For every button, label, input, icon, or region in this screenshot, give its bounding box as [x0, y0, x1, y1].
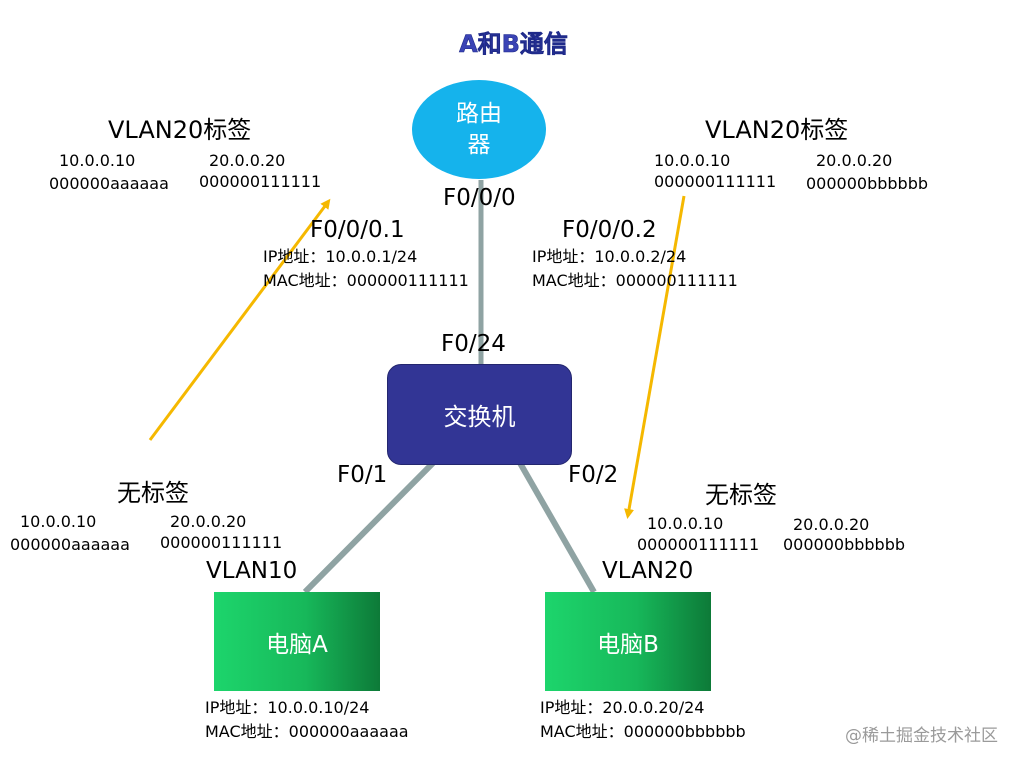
subif2-name: F0/0/0.2: [562, 217, 657, 243]
frame-tr-src-ip: 10.0.0.10: [654, 151, 731, 170]
arrow-pc-a-to-router: [148, 198, 331, 441]
arrow-router-to-pc-b: [624, 195, 686, 519]
pc-a-node: 电脑A: [214, 592, 380, 691]
switch-uplink-port: F0/24: [441, 331, 506, 357]
frame-br-src-ip: 10.0.0.10: [647, 514, 724, 533]
pc-b-ip: IP地址：20.0.0.20/24: [540, 698, 705, 717]
pc-a-info: IP地址：10.0.0.10/24 MAC地址：000000aaaaaa: [205, 696, 409, 744]
pc-a-mac: MAC地址：000000aaaaaa: [205, 722, 409, 741]
frame-bl-src-mac: 000000aaaaaa: [10, 535, 130, 554]
pc-a-vlan: VLAN10: [206, 558, 298, 584]
frame-tr-src-mac: 000000111111: [654, 172, 777, 191]
frame-tl-dst-mac: 000000111111: [199, 172, 322, 191]
frame-tl-dst-ip: 20.0.0.20: [209, 151, 286, 170]
frame-tr-tag: VLAN20标签: [705, 116, 849, 144]
pc-a-label: 电脑A: [266, 631, 328, 658]
subif2-mac: MAC地址：000000111111: [532, 271, 738, 290]
frame-br-dst-mac: 000000bbbbbb: [783, 535, 906, 554]
frame-br-src-mac: 000000111111: [637, 535, 760, 554]
router-node: 路由器: [412, 80, 546, 179]
router-label: 路由器: [456, 100, 502, 158]
pc-a-ip: IP地址：10.0.0.10/24: [205, 698, 370, 717]
pc-b-info: IP地址：20.0.0.20/24 MAC地址：000000bbbbbb: [540, 696, 746, 744]
frame-br-tag: 无标签: [705, 481, 777, 509]
page-title: A和B通信: [459, 30, 568, 59]
switch-node: 交换机: [387, 364, 572, 465]
subif1-name: F0/0/0.1: [310, 217, 405, 243]
frame-bl-src-ip: 10.0.0.10: [20, 512, 97, 531]
pc-b-node: 电脑B: [545, 592, 711, 691]
frame-tl-tag: VLAN20标签: [108, 116, 252, 144]
link-switch-pc-b: [517, 461, 597, 594]
frame-tr-dst-ip: 20.0.0.20: [816, 151, 893, 170]
subif1-info: IP地址：10.0.0.1/24 MAC地址：000000111111: [263, 245, 469, 293]
switch-label: 交换机: [443, 403, 516, 431]
frame-tl-src-ip: 10.0.0.10: [59, 151, 136, 170]
frame-bl-dst-mac: 000000111111: [160, 533, 283, 552]
subif1-ip: IP地址：10.0.0.1/24: [263, 247, 418, 266]
pc-b-mac: MAC地址：000000bbbbbb: [540, 722, 746, 741]
pc-b-label: 电脑B: [597, 631, 659, 658]
watermark: @稀土掘金技术社区: [845, 726, 998, 746]
switch-port-b: F0/2: [568, 462, 619, 488]
frame-bl-tag: 无标签: [117, 479, 189, 507]
switch-port-a: F0/1: [337, 462, 388, 488]
frame-tr-dst-mac: 000000bbbbbb: [806, 174, 929, 193]
frame-br-dst-ip: 20.0.0.20: [793, 515, 870, 534]
frame-bl-dst-ip: 20.0.0.20: [170, 512, 247, 531]
subif2-info: IP地址：10.0.0.2/24 MAC地址：000000111111: [532, 245, 738, 293]
link-switch-pc-a: [302, 460, 436, 595]
subif1-mac: MAC地址：000000111111: [263, 271, 469, 290]
subif2-ip: IP地址：10.0.0.2/24: [532, 247, 687, 266]
frame-tl-src-mac: 000000aaaaaa: [49, 174, 169, 193]
router-port-label: F0/0/0: [443, 185, 516, 211]
pc-b-vlan: VLAN20: [602, 558, 694, 584]
